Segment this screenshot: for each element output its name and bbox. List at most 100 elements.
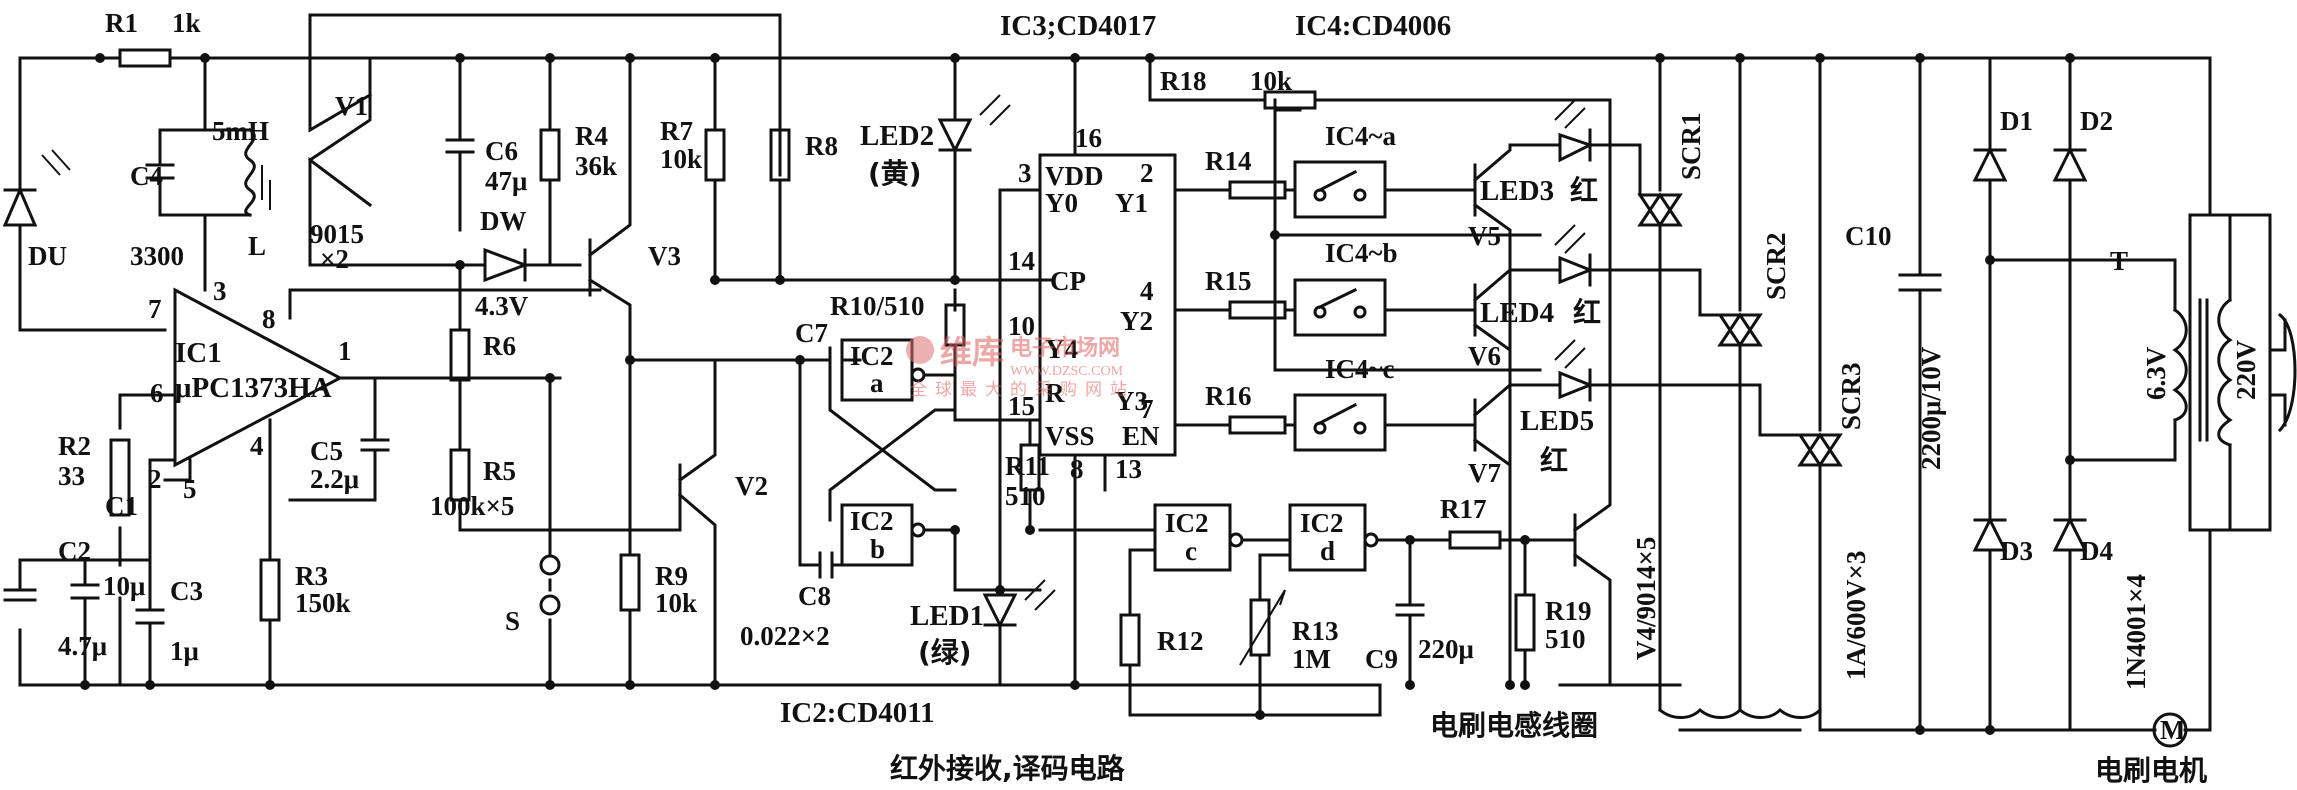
svg-text:10k: 10k [655,588,697,618]
lc-tank: C4 3300 5mH L [130,56,271,292]
svg-text:10k: 10k [660,144,702,174]
svg-text:c: c [1185,536,1197,566]
svg-text:IC2: IC2 [850,506,894,536]
svg-text:L: L [248,231,266,261]
svg-text:220μ: 220μ [1418,634,1474,664]
svg-text:V6: V6 [1468,341,1501,371]
svg-text:R15: R15 [1205,266,1252,296]
ic2-flipflop: C7 IC2 a IC2 b C8 0.022×2 R10/510 [740,288,1042,651]
svg-text:VSS: VSS [1045,421,1095,451]
svg-text:C10: C10 [1845,221,1892,251]
svg-text:3: 3 [1018,158,1032,188]
svg-text:R17: R17 [1440,494,1487,524]
svg-text:R10/510: R10/510 [830,291,925,321]
svg-text:3300: 3300 [130,241,184,271]
caption-motor: 电刷电机 [2095,754,2207,787]
svg-text:10k: 10k [1250,66,1292,96]
svg-text:D4: D4 [2080,536,2113,566]
svg-text:DU: DU [28,241,67,271]
svg-text:SCR1: SCR1 [1676,112,1706,180]
resistor-r18: R18 10k [1148,56,1612,372]
capacitor-c10: C10 2200μ/10V [1818,56,1946,732]
svg-text:33: 33 [58,461,85,491]
v3-stage: C6 47μ DW 4.3V R4 36k V3 [445,56,681,362]
svg-text:IC2: IC2 [1300,508,1344,538]
svg-text:R3: R3 [295,561,328,591]
driver-v7: V7 LED5 红 [1468,339,1762,687]
svg-text:47μ: 47μ [485,166,527,196]
svg-text:R13: R13 [1292,616,1339,646]
transformer-t: T 6.3V 220V [2110,56,2297,532]
svg-text:15: 15 [1008,391,1035,421]
r3-c5: R3 150k C5 2.2μ [259,376,390,687]
ic3-header: IC3;CD4017 [1000,10,1156,42]
ic2-header: IC2:CD4011 [780,697,935,729]
resistor-r1: R1 1k [105,8,201,68]
svg-text:4: 4 [1140,276,1154,306]
svg-text:2200μ/10V: 2200μ/10V [1916,346,1946,470]
svg-text:a: a [870,368,884,398]
svg-text:R2: R2 [58,431,91,461]
junction-dots [80,53,2075,735]
svg-text:Y2: Y2 [1120,306,1153,336]
svg-text:LED1: LED1 [910,600,984,632]
svg-text:1N4001×4: 1N4001×4 [2121,574,2151,690]
driver-v6: V6 LED4 红 [1468,224,1702,687]
svg-text:R12: R12 [1157,626,1204,656]
svg-text:6: 6 [150,378,164,408]
r6-r5-switch: R6 R5 100k×5 S [430,263,682,687]
svg-text:b: b [870,534,885,564]
svg-text:14: 14 [1008,246,1035,276]
svg-text:1k: 1k [172,8,201,38]
photodiode-du: DU [2,56,167,332]
svg-text:36k: 36k [575,151,617,181]
svg-text:LED4: LED4 [1480,297,1554,329]
svg-text:CP: CP [1050,266,1086,296]
svg-text:M: M [2160,715,2185,745]
svg-text:13: 13 [1115,454,1142,484]
ic1-amplifier: IC1 μPC1373HA 7 3 8 1 6 2 5 4 [118,276,602,687]
svg-text:C8: C8 [798,581,831,611]
svg-text:V4/9014×5: V4/9014×5 [1631,537,1661,660]
svg-text:红: 红 [1540,444,1568,477]
svg-text:10μ: 10μ [103,571,145,601]
svg-text:IC4~a: IC4~a [1325,121,1397,151]
svg-text:IC2: IC2 [850,341,894,371]
svg-text:1μ: 1μ [170,636,199,666]
svg-text:R18: R18 [1160,66,1207,96]
svg-text:R14: R14 [1205,146,1252,176]
svg-text:R1: R1 [105,8,138,38]
caption-receiver: 红外接收,译码电路 [890,752,1126,785]
svg-text:V5: V5 [1468,221,1501,251]
svg-text:(黄): (黄) [868,157,922,190]
v2-stage: R7 10k R8 R9 10k V2 [528,56,1052,687]
svg-text:×2: ×2 [320,244,349,274]
output-channel-2: R15 IC4~b [1203,238,1477,337]
scr-bank: SCR1 SCR2 SCR3 1A/600V×3 [1637,56,1871,732]
svg-text:IC4~b: IC4~b [1325,238,1398,268]
svg-text:R8: R8 [805,131,838,161]
svg-text:(绿): (绿) [918,636,972,669]
svg-text:R19: R19 [1545,596,1592,626]
svg-text:C1: C1 [105,491,138,521]
svg-text:V1: V1 [335,91,368,121]
driver-v5: V5 LED3 红 [1468,99,1642,687]
svg-text:Y1: Y1 [1115,188,1148,218]
watermark-site: 电子市场网 [1010,335,1120,360]
svg-text:2: 2 [1140,158,1154,188]
svg-text:R6: R6 [483,331,516,361]
svg-text:0.022×2: 0.022×2 [740,621,830,651]
svg-text:Y4: Y4 [1045,334,1078,364]
svg-text:Y3: Y3 [1115,386,1148,416]
svg-text:9015: 9015 [310,219,364,249]
svg-text:EN: EN [1122,421,1160,451]
svg-text:2.2μ: 2.2μ [310,464,359,494]
svg-text:C6: C6 [485,136,518,166]
bridge-rectifier: D1 D2 D3 D4 1N4001×4 [1918,56,2177,732]
svg-text:3: 3 [213,276,227,306]
svg-text:SCR3: SCR3 [1836,362,1866,430]
brush-inductor-coil [1657,707,1823,732]
svg-text:V2: V2 [735,471,768,501]
watermark: 维库 电子市场网 WWW.DZSC.COM 全球最大的采购网站 [906,334,1127,399]
